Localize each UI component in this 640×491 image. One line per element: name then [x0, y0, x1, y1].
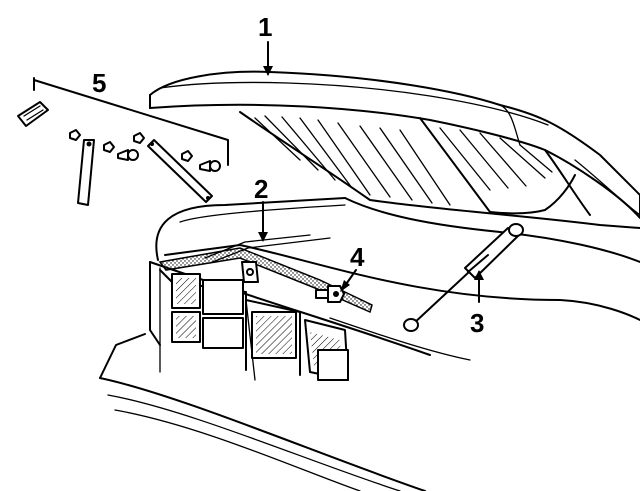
hinge-kit-part-5 [17, 77, 229, 206]
callout-2: 2 [254, 174, 268, 204]
callout-1: 1 [258, 12, 272, 42]
vehicle-rear-body [99, 197, 640, 491]
leader-lines [258, 41, 484, 303]
lift-support-part-3 [403, 223, 524, 332]
callout-3: 3 [470, 308, 484, 338]
callout-4: 4 [350, 242, 365, 272]
callout-5: 5 [92, 68, 106, 98]
bolt-part-4 [315, 285, 345, 303]
deck-lid-part-1 [149, 70, 640, 229]
hinge-bracket [241, 261, 259, 283]
weatherstrip-part-2 [158, 234, 373, 314]
